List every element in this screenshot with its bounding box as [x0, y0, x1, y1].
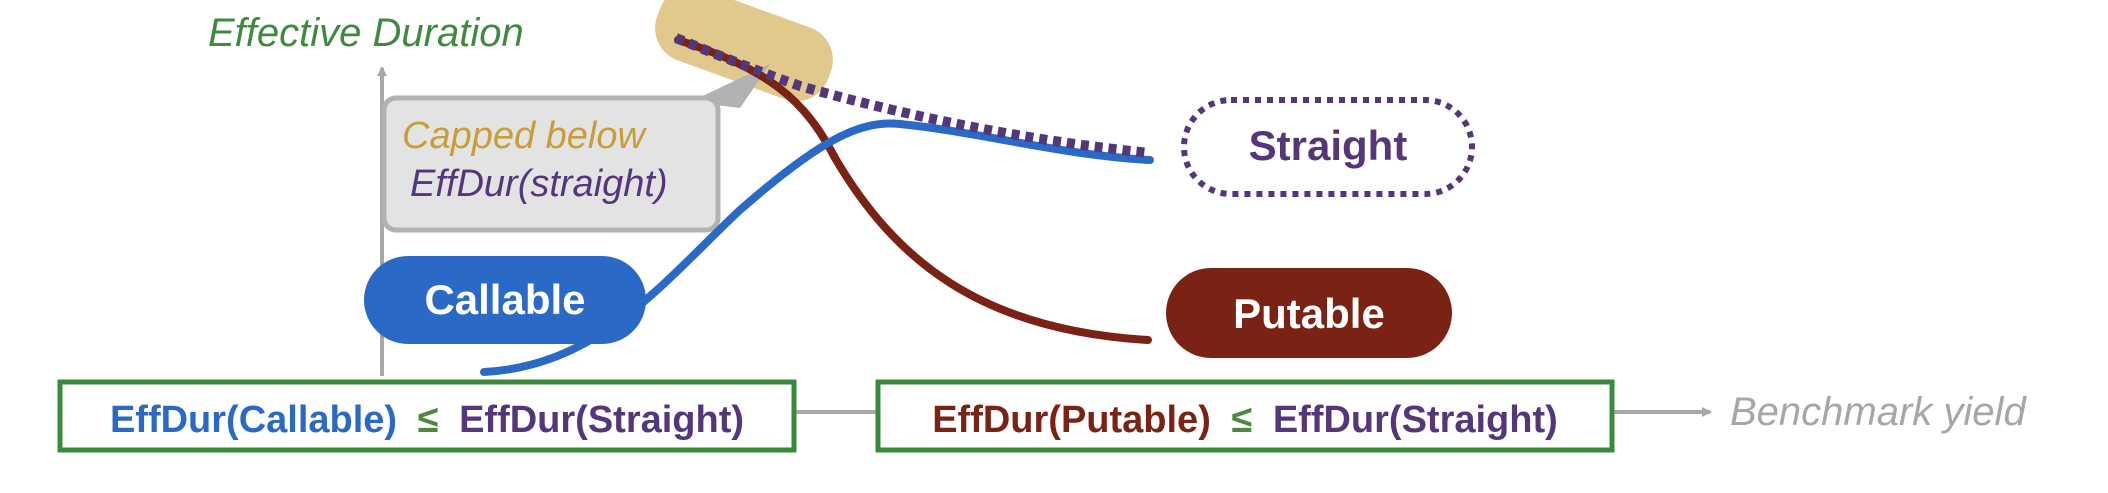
straight-label: Straight [1249, 122, 1408, 169]
callable-relation-rhs: EffDur(Straight) [459, 399, 744, 441]
putable-relation-box [875, 379, 1615, 453]
callable-relation-lhs: EffDur(Callable) [110, 399, 397, 441]
putable-label: Putable [1233, 290, 1385, 337]
callout-line-1: Capped below [402, 115, 648, 157]
callable-label: Callable [424, 276, 585, 323]
callable-label-box [364, 256, 646, 344]
straight-label-box [1181, 97, 1475, 197]
y-axis-label: Effective Duration [208, 11, 524, 55]
callable-relation: EffDur(Callable) ≤ EffDur(Straight) [110, 399, 744, 441]
callable-relation-op: ≤ [418, 399, 439, 441]
cap-highlight [655, 0, 833, 102]
putable-relation: EffDur(Putable) ≤ EffDur(Straight) [932, 399, 1558, 441]
straight-curve [674, 33, 1151, 158]
callable-relation-box [57, 379, 797, 453]
putable-relation-lhs: EffDur(Putable) [932, 399, 1211, 441]
putable-relation-rhs: EffDur(Straight) [1273, 399, 1558, 441]
putable-relation-op: ≤ [1231, 399, 1252, 441]
callout-box [381, 95, 721, 233]
putable-label-box [1166, 268, 1452, 358]
x-axis-label: Benchmark yield [1730, 390, 2027, 434]
callout-line-2: EffDur(straight) [410, 163, 668, 205]
